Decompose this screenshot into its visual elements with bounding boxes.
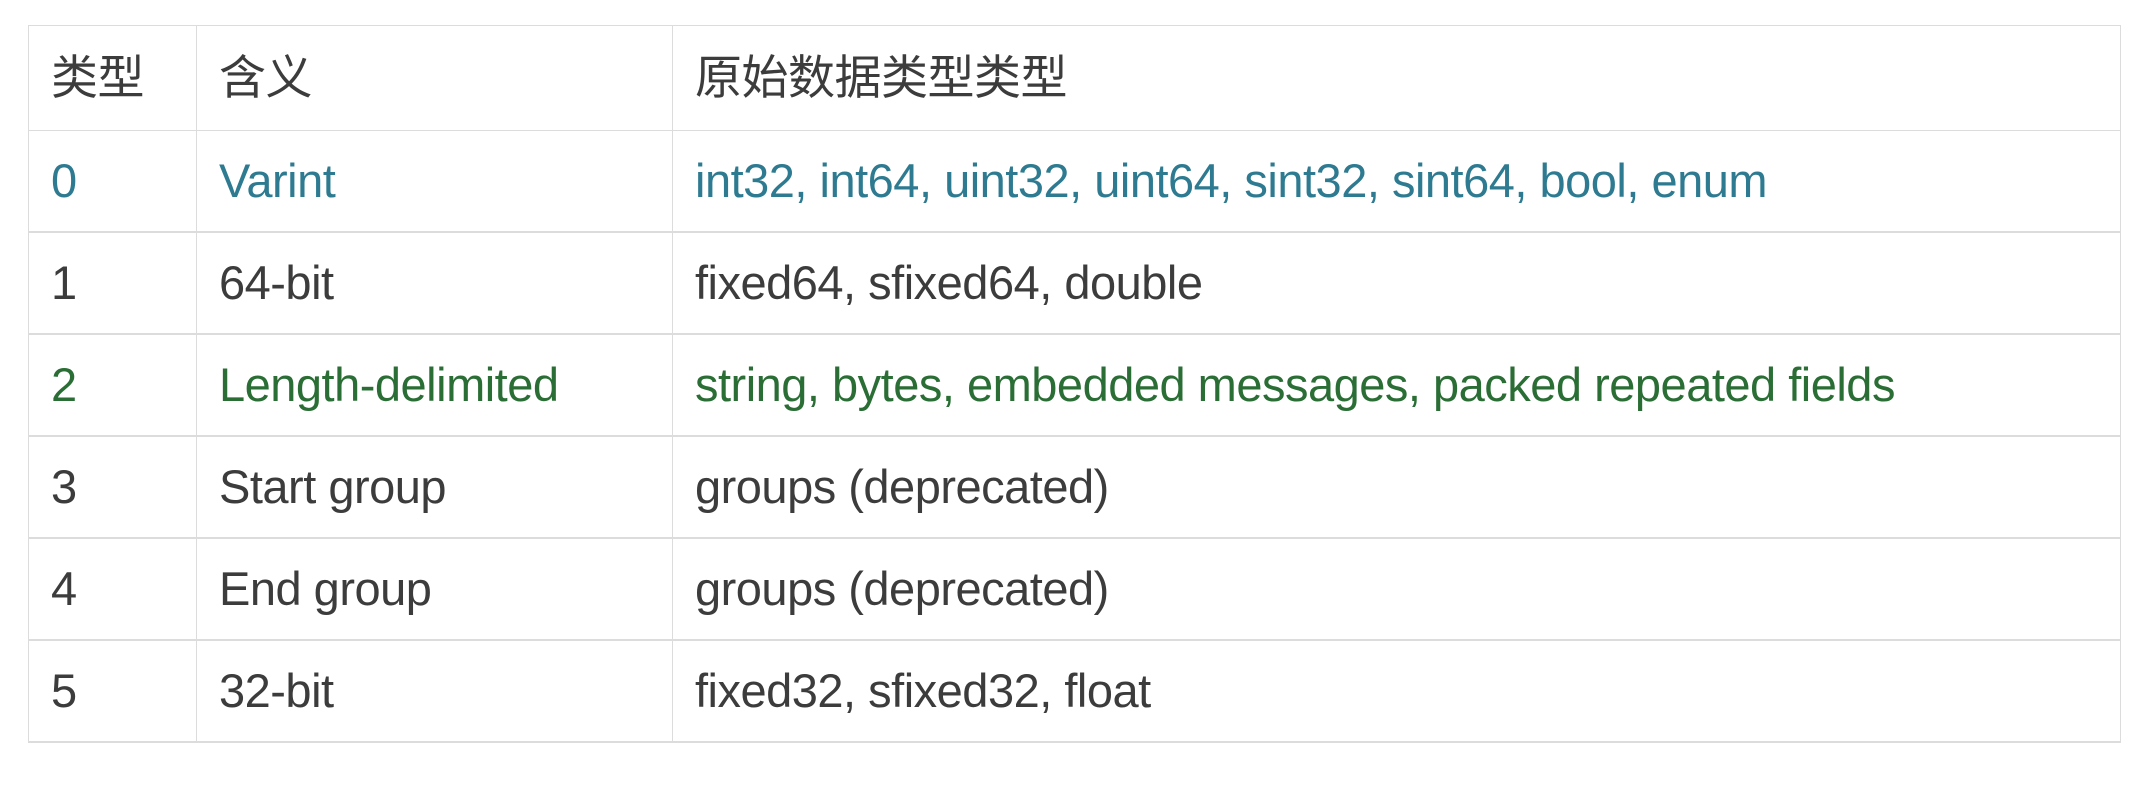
column-header-meaning: 含义 — [196, 25, 673, 131]
cell-raw-types: fixed32, sfixed32, float — [672, 639, 2121, 743]
table-header-row: 类型 含义 原始数据类型类型 — [28, 25, 2121, 131]
cell-meaning: End group — [196, 537, 673, 641]
table-row: 0 Varint int32, int64, uint32, uint64, s… — [28, 130, 2121, 233]
cell-raw-types: string, bytes, embedded messages, packed… — [672, 333, 2121, 437]
column-header-type: 类型 — [28, 25, 197, 131]
cell-type: 1 — [28, 231, 197, 335]
table-header: 类型 含义 原始数据类型类型 — [28, 25, 2121, 131]
cell-meaning: Start group — [196, 435, 673, 539]
cell-type: 0 — [28, 130, 197, 233]
table-row: 4 End group groups (deprecated) — [28, 537, 2121, 641]
table-row: 2 Length-delimited string, bytes, embedd… — [28, 333, 2121, 437]
cell-meaning: Length-delimited — [196, 333, 673, 437]
table-body: 0 Varint int32, int64, uint32, uint64, s… — [28, 130, 2121, 743]
cell-type: 3 — [28, 435, 197, 539]
cell-meaning: Varint — [196, 130, 673, 233]
cell-raw-types: groups (deprecated) — [672, 537, 2121, 641]
cell-raw-types: fixed64, sfixed64, double — [672, 231, 2121, 335]
cell-meaning: 64-bit — [196, 231, 673, 335]
cell-raw-types: groups (deprecated) — [672, 435, 2121, 539]
table-row: 1 64-bit fixed64, sfixed64, double — [28, 231, 2121, 335]
cell-meaning: 32-bit — [196, 639, 673, 743]
table-row: 5 32-bit fixed32, sfixed32, float — [28, 639, 2121, 743]
wire-type-table: 类型 含义 原始数据类型类型 0 Varint int32, int64, ui… — [28, 25, 2121, 743]
cell-raw-types: int32, int64, uint32, uint64, sint32, si… — [672, 130, 2121, 233]
cell-type: 4 — [28, 537, 197, 641]
column-header-raw-types: 原始数据类型类型 — [672, 25, 2121, 131]
table-row: 3 Start group groups (deprecated) — [28, 435, 2121, 539]
cell-type: 5 — [28, 639, 197, 743]
wire-type-table-container: 类型 含义 原始数据类型类型 0 Varint int32, int64, ui… — [28, 25, 2121, 743]
cell-type: 2 — [28, 333, 197, 437]
